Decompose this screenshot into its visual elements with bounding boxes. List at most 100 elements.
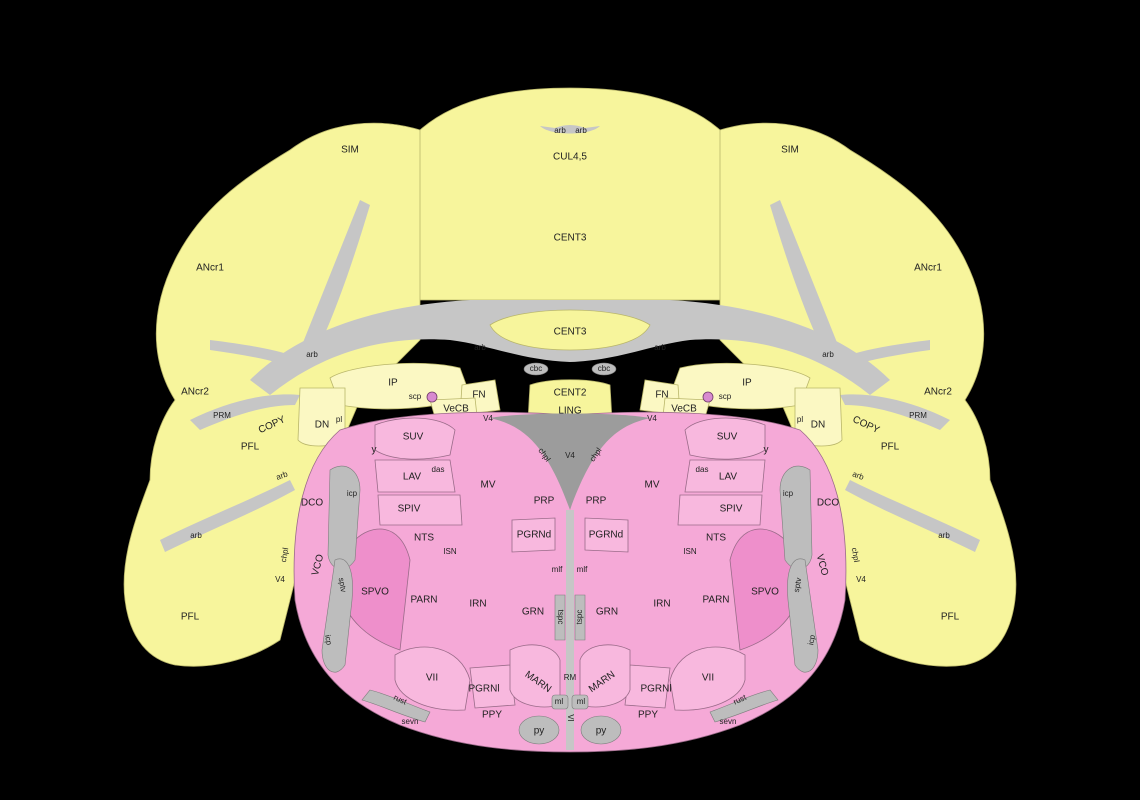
- label-arb: arb: [306, 350, 318, 359]
- label-spiv-left: SPIV: [398, 504, 421, 515]
- label-v4-mid: V4: [565, 451, 575, 460]
- icp-left: [327, 465, 361, 570]
- label-pgrnl-left: PGRNl: [468, 684, 499, 695]
- label-arb: arb: [654, 343, 666, 352]
- label-ancr1-left: ANcr1: [196, 263, 224, 274]
- label-y-right: y: [764, 445, 769, 456]
- label-dn-left: DN: [315, 420, 329, 431]
- label-cent2: CENT2: [554, 388, 587, 399]
- label-pl-left: pl: [336, 415, 342, 424]
- label-icp-br: icp: [806, 634, 817, 646]
- label-ip-left: IP: [388, 378, 398, 389]
- label-pgrnd-left: PGRNd: [517, 530, 551, 541]
- label-scp-right: scp: [719, 392, 732, 401]
- brainstem: [293, 362, 847, 753]
- label-parn-left: PARN: [410, 595, 437, 606]
- label-spvo-right: SPVO: [751, 587, 779, 598]
- label-pgrnd-right: PGRNd: [589, 530, 623, 541]
- label-vii-right: VII: [702, 673, 714, 684]
- label-py-left: py: [534, 726, 545, 737]
- label-cbc-right: cbc: [598, 364, 610, 373]
- label-pfl-left: PFL: [241, 442, 260, 453]
- label-ppy-left: PPY: [482, 710, 502, 721]
- label-sevn-left: sevn: [402, 717, 419, 726]
- label-arb: arb: [275, 469, 289, 482]
- label-icp-right: icp: [783, 489, 794, 498]
- label-fn-right: FN: [655, 390, 668, 401]
- label-vii-left: VII: [426, 673, 438, 684]
- label-parn-right: PARN: [702, 595, 729, 606]
- label-py-right: py: [596, 726, 607, 737]
- label-prp-left: PRP: [534, 496, 555, 507]
- fourth-ventricle: [490, 413, 650, 510]
- label-ancr1-right: ANcr1: [914, 263, 942, 274]
- label-mv-left: MV: [481, 480, 496, 491]
- label-tspc-left: tspc: [556, 610, 565, 625]
- label-v4-left: V4: [483, 414, 493, 423]
- icp-right: [779, 465, 813, 570]
- label-prm-left: PRM: [213, 411, 231, 420]
- label-ling: LING: [558, 406, 582, 417]
- label-grn-right: GRN: [596, 607, 618, 618]
- label-cbc-left: cbc: [530, 364, 542, 373]
- label-dn-right: DN: [811, 420, 825, 431]
- label-nts-left: NTS: [414, 533, 434, 544]
- label-mv-right: MV: [645, 480, 660, 491]
- label-das-left: das: [432, 465, 445, 474]
- label-v4-far-right: V4: [856, 575, 866, 584]
- label-cent3-mid: CENT3: [554, 327, 587, 338]
- label-ml-right: ml: [577, 697, 586, 706]
- label-arb: arb: [822, 350, 834, 359]
- label-sevn-right: sevn: [720, 717, 737, 726]
- label-arb: arb: [474, 343, 486, 352]
- label-ip-right: IP: [742, 378, 752, 389]
- label-fn-left: FN: [472, 390, 485, 401]
- label-isn-right: ISN: [683, 547, 697, 556]
- label-pl-right: pl: [797, 415, 803, 424]
- label-arb: arb: [575, 126, 587, 135]
- py-right: [580, 715, 622, 745]
- label-tspc-right: tspc: [575, 610, 584, 625]
- label-scp-left: scp: [409, 392, 422, 401]
- label-sim-left: SIM: [341, 145, 359, 156]
- label-suv-left: SUV: [403, 432, 424, 443]
- label-rm: RM: [564, 673, 577, 682]
- label-arb: arb: [190, 531, 202, 540]
- label-vco-left: VCO: [310, 553, 326, 577]
- midline-raphe: [566, 510, 574, 750]
- label-arb: arb: [938, 531, 950, 540]
- label-lav-left: LAV: [403, 472, 421, 483]
- label-das-right: das: [696, 465, 709, 474]
- label-vecb-right: VeCB: [671, 404, 697, 415]
- label-vco-right: VCO: [814, 553, 830, 577]
- label-icp-bl: icp: [323, 634, 334, 646]
- label-spvo-left: SPVO: [361, 587, 389, 598]
- arbor-vitae: [160, 125, 980, 552]
- label-vi: VI: [566, 714, 575, 722]
- label-mlf-left: mlf: [552, 565, 563, 574]
- label-pfl-right: PFL: [881, 442, 900, 453]
- label-cent3: CENT3: [554, 233, 587, 244]
- label-ancr2-right: ANcr2: [924, 387, 952, 398]
- label-ppy-right: PPY: [638, 710, 658, 721]
- label-chpl-fl: chpl: [279, 547, 290, 563]
- label-lav-right: LAV: [719, 472, 737, 483]
- label-arb: arb: [554, 126, 566, 135]
- vermis-region: [397, 87, 743, 301]
- label-dco-right: DCO: [817, 498, 839, 509]
- label-pgrnl-right: PGRNl: [640, 684, 671, 695]
- label-mlf-right: mlf: [577, 565, 588, 574]
- label-nts-right: NTS: [706, 533, 726, 544]
- label-isn-left: ISN: [443, 547, 457, 556]
- label-y-left: y: [372, 445, 377, 456]
- label-pfl-bottom-left: PFL: [181, 612, 200, 623]
- label-sim-right: SIM: [781, 145, 799, 156]
- label-dco-left: DCO: [301, 498, 323, 509]
- label-suv-right: SUV: [717, 432, 738, 443]
- py-left: [518, 715, 560, 745]
- label-irn-left: IRN: [469, 599, 486, 610]
- label-ml-left: ml: [555, 697, 564, 706]
- label-v4-far-left: V4: [275, 575, 285, 584]
